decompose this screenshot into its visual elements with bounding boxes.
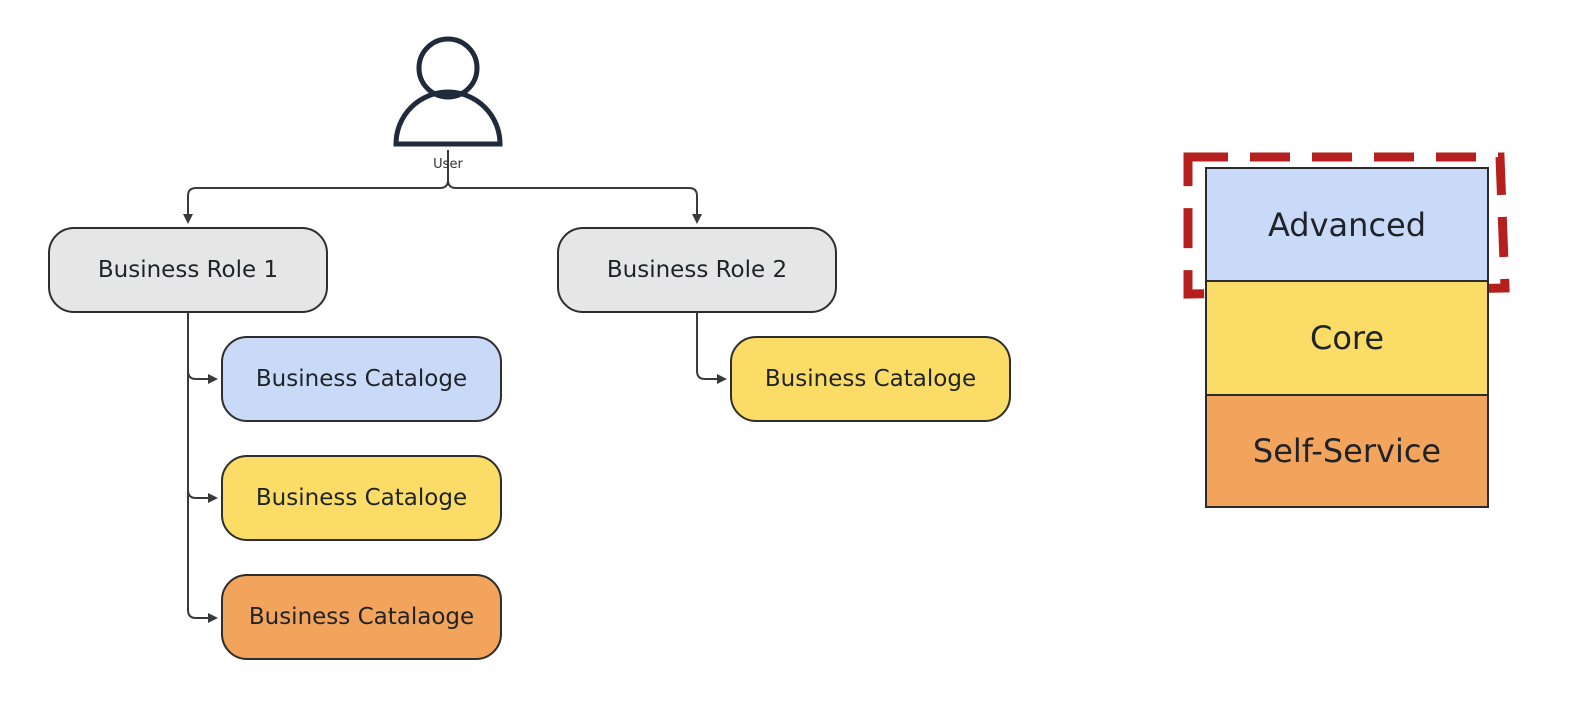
role1-catalog-core: Business Cataloge	[221, 455, 502, 541]
person-icon	[393, 36, 503, 147]
tier-core: Core	[1205, 280, 1489, 396]
tier-self-service: Self-Service	[1205, 394, 1489, 508]
advanced-highlight-dashed-outline	[1183, 152, 1510, 299]
business-role-2: Business Role 2	[557, 227, 837, 313]
user-label: User	[433, 157, 463, 172]
role2-to-catalog-connector	[696, 313, 727, 384]
role2-catalog-core: Business Cataloge	[730, 336, 1011, 422]
business-role-1: Business Role 1	[48, 227, 328, 313]
role1-catalog-self-service: Business Catalaoge	[221, 574, 502, 660]
user-to-roles-connector	[183, 150, 702, 224]
role1-to-catalogs-connector	[187, 313, 218, 623]
role1-catalog-advanced: Business Cataloge	[221, 336, 502, 422]
tier-advanced: Advanced	[1205, 167, 1489, 282]
